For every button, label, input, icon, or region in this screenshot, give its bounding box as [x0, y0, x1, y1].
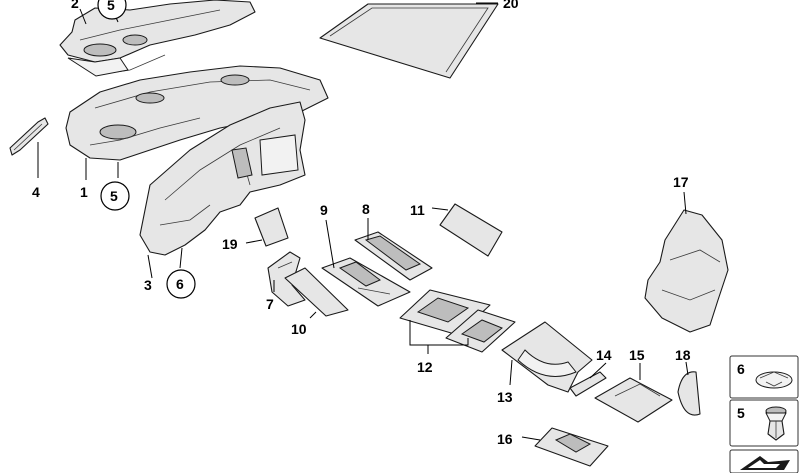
part-9-tunnel-pad: [321, 257, 411, 307]
callout-15: 15: [629, 347, 645, 363]
callout-12: 12: [417, 359, 433, 375]
part-8-tunnel-pad: [354, 231, 433, 281]
callout-8: 8: [362, 201, 370, 217]
callout-3: 3: [144, 277, 152, 293]
callout-19: 19: [222, 236, 238, 252]
callout-labels: 2 5 20 4 1 5 3 6 19 7 9 8 10 11 12 13 14…: [32, 0, 691, 447]
part-11-pad: [439, 203, 503, 257]
callout-5a: 5: [107, 0, 115, 13]
callout-16: 16: [497, 431, 513, 447]
part-19-pad: [254, 207, 289, 247]
callout-11: 11: [410, 202, 425, 218]
callout-14: 14: [596, 347, 612, 363]
legend-label-5: 5: [737, 405, 745, 421]
callout-10: 10: [291, 321, 307, 337]
callout-17: 17: [673, 174, 689, 190]
arrow-symbol-icon: [740, 456, 790, 470]
callout-circle-5b: [100, 181, 130, 211]
callout-circle-6: [166, 269, 196, 299]
callout-circle-5a: [97, 0, 127, 20]
callout-7: 7: [266, 296, 274, 312]
callout-20: 20: [503, 0, 519, 11]
callout-2: 2: [71, 0, 79, 11]
callout-6: 6: [176, 276, 184, 292]
callout-1: 1: [80, 184, 88, 200]
push-rivet-icon: [765, 406, 787, 441]
callout-18: 18: [675, 347, 691, 363]
leader-lines: [37, 2, 689, 441]
part-13-floor-pad: [501, 321, 593, 393]
part-18-pad: [677, 371, 701, 416]
callout-5b: 5: [110, 188, 118, 204]
clip-icon: [755, 371, 793, 389]
callout-13: 13: [497, 389, 513, 405]
part-2-insulation: [59, 0, 256, 77]
part-10-strip: [284, 267, 349, 317]
legend-label-6: 6: [737, 361, 745, 377]
part-4-strip: [9, 117, 49, 156]
part-20-mat: [319, 3, 499, 79]
callout-9: 9: [320, 202, 328, 218]
part-15-pad: [594, 377, 673, 423]
part-3-dash-insulation: [139, 101, 306, 256]
part-16-pad: [534, 427, 609, 467]
part-12-pads: [399, 289, 516, 353]
part-1-firewall-insulation: [65, 65, 329, 161]
legend-fasteners: 6 5: [729, 355, 799, 473]
callout-4: 4: [32, 184, 40, 200]
part-17-wheelarch-insulation: [644, 209, 729, 333]
